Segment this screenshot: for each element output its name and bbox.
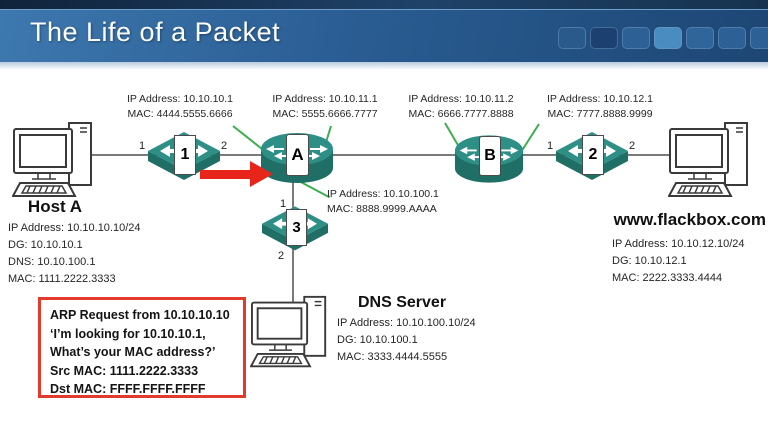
arp-line-5: Dst MAC: FFFF.FFFF.FFFF — [50, 382, 206, 397]
router-a-icon: A — [260, 132, 334, 189]
dns-server-mac: MAC: 3333.4444.5555 — [337, 351, 448, 363]
mac-address-text: MAC: 6666.7777.8888 — [408, 108, 514, 120]
slide-title: The Life of a Packet — [30, 17, 281, 47]
web-server-ip: IP Address: 10.10.12.10/24 — [612, 238, 745, 250]
arp-line-3: What’s your MAC address?’ — [50, 345, 216, 360]
interface-label-router-b-right: IP Address: 10.10.12.1 MAC: 7777.8888.99… — [534, 92, 666, 122]
interface-label-router-b-left: IP Address: 10.10.11.2 MAC: 6666.7777.88… — [395, 92, 527, 122]
switch-2-label: 2 — [582, 135, 604, 175]
switch-3-port-2: 2 — [278, 250, 285, 262]
web-server-name: www.flackbox.com — [613, 210, 766, 229]
arp-line-4: Src MAC: 1111.2222.3333 — [50, 363, 199, 378]
switch-2-port-2: 2 — [629, 140, 636, 152]
arp-arrow-shaft — [200, 170, 252, 179]
web-server-computer-icon — [667, 120, 752, 207]
header-square — [558, 27, 586, 49]
web-server-mac: MAC: 2222.3333.4444 — [612, 272, 723, 284]
mac-address-text: MAC: 4444.5555.6666 — [127, 108, 233, 120]
switch-1-label: 1 — [174, 135, 196, 175]
header-square — [750, 27, 768, 49]
ip-address-text: IP Address: 10.10.12.1 — [546, 93, 654, 105]
header-square — [590, 27, 618, 49]
host-a-ip: IP Address: 10.10.10.10/24 — [8, 222, 141, 234]
header-banner-fade — [0, 62, 768, 70]
dns-server-dg: DG: 10.10.100.1 — [337, 334, 418, 346]
host-a-dns: DNS: 10.10.100.1 — [8, 256, 96, 268]
arp-line-2: ‘I’m looking for 10.10.10.1, — [50, 326, 206, 341]
router-b-icon: B — [454, 134, 524, 189]
header-square — [654, 27, 682, 49]
mac-address-text: MAC: 8888.9999.AAAA — [327, 203, 437, 215]
ip-address-text: IP Address: 10.10.10.1 — [126, 93, 234, 105]
arp-arrow-head — [250, 161, 273, 187]
arp-line-1: ARP Request from 10.10.10.10 — [50, 308, 230, 322]
switch-1-port-1: 1 — [139, 140, 146, 152]
host-a-dg: DG: 10.10.10.1 — [8, 239, 83, 251]
header-square — [718, 27, 746, 49]
link-line-horizontal — [90, 154, 678, 156]
header-squares — [558, 27, 768, 49]
host-a-info: IP Address: 10.10.10.10/24 DG: 10.10.10.… — [8, 220, 141, 288]
web-server-dg: DG: 10.10.12.1 — [612, 255, 687, 267]
dns-server-ip: IP Address: 10.10.100.10/24 — [337, 317, 476, 329]
dns-server-name: DNS Server — [358, 294, 447, 311]
dns-server-computer-icon — [249, 294, 330, 377]
header-square — [686, 27, 714, 49]
mac-address-text: MAC: 7777.8888.9999 — [547, 108, 653, 120]
web-server-info: IP Address: 10.10.12.10/24 DG: 10.10.12.… — [612, 236, 745, 287]
switch-1-port-2: 2 — [221, 140, 228, 152]
interface-label-router-a-right: IP Address: 10.10.11.1 MAC: 5555.6666.77… — [259, 92, 391, 122]
switch-3-label: 3 — [286, 209, 307, 246]
header-square — [622, 27, 650, 49]
host-a-computer-icon — [11, 120, 96, 207]
mac-address-text: MAC: 5555.6666.7777 — [272, 108, 378, 120]
ip-address-text: IP Address: 10.10.11.1 — [272, 93, 378, 105]
header-top-strip — [0, 0, 768, 9]
switch-3-icon: 3 — [262, 206, 328, 263]
switch-2-icon: 2 — [556, 132, 628, 193]
arp-request-box: ARP Request from 10.10.10.10 ‘I’m lookin… — [38, 297, 246, 398]
router-b-label: B — [479, 136, 501, 176]
switch-1-icon: 1 — [148, 132, 220, 193]
switch-2-port-1: 1 — [547, 140, 554, 152]
interface-label-router-a-left: IP Address: 10.10.10.1 MAC: 4444.5555.66… — [114, 92, 246, 122]
dns-server-info: IP Address: 10.10.100.10/24 DG: 10.10.10… — [337, 315, 476, 366]
host-a-name: Host A — [27, 197, 83, 216]
ip-address-text: IP Address: 10.10.100.1 — [327, 188, 439, 200]
interface-label-router-a-bottom: IP Address: 10.10.100.1 MAC: 8888.9999.A… — [327, 187, 477, 217]
router-a-label: A — [286, 134, 309, 176]
switch-3-port-1: 1 — [280, 198, 287, 210]
ip-address-text: IP Address: 10.10.11.2 — [408, 93, 514, 105]
host-a-mac: MAC: 1111.2222.3333 — [8, 273, 116, 285]
